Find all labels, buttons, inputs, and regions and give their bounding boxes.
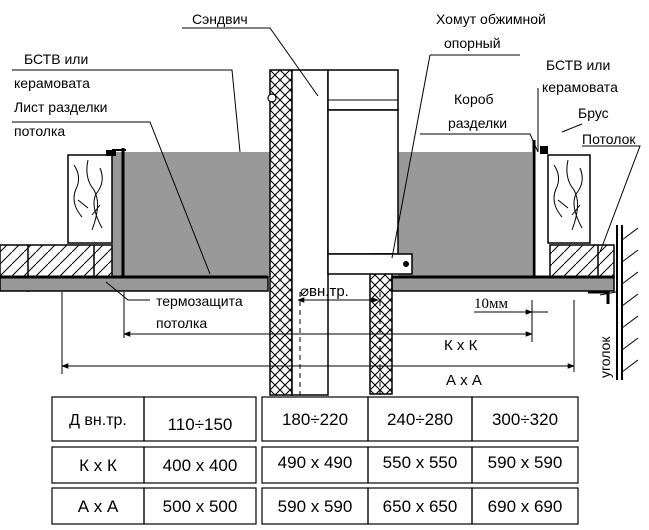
label-sheet-1: Лист разделки [14, 99, 107, 115]
label-bstv-right-2: керамовата [542, 79, 618, 95]
table-cell: 690 х 690 [488, 497, 563, 516]
label-box-1: Короб [454, 91, 494, 107]
table-row-label: К х К [79, 456, 117, 475]
sandwich-pipe [267, 69, 399, 396]
table-header-label: Д вн.тр. [69, 412, 127, 429]
label-ceiling: Потолок [582, 131, 636, 147]
dim-axa: А х А [446, 372, 482, 389]
table-cell: 550 х 550 [383, 453, 458, 472]
label-sandwich: Сэндвич [192, 11, 248, 27]
right-beam [540, 146, 591, 244]
label-clamp-2: опорный [444, 35, 501, 51]
label-clamp-1: Хомут обжимной [436, 11, 546, 27]
support-clamp [327, 253, 413, 275]
table-cell: 490 х 490 [278, 453, 353, 472]
box-walls [121, 140, 536, 280]
table-cell: 590 х 590 [278, 497, 353, 516]
table-header-value: 180÷220 [282, 410, 348, 429]
dim-gap: 10мм [474, 296, 508, 312]
label-thermal-2: потолка [156, 315, 207, 331]
table-cell: 400 х 400 [163, 456, 238, 475]
diagram-labels: Сэндвич Хомут обжимной опорный БСТВ или … [14, 11, 636, 389]
dimension-table: Д вн.тр. 110÷150 180÷220 240÷280 300÷320… [51, 396, 579, 525]
ceiling-sheet [0, 275, 615, 292]
label-bstv-left-2: керамовата [14, 75, 90, 91]
label-box-2: разделки [448, 115, 507, 131]
label-bstv-left-1: БСТВ или [24, 51, 88, 67]
label-angle: уголок [597, 336, 613, 378]
table-header-value: 110÷150 [168, 415, 233, 434]
table-header-value: 240÷280 [387, 410, 453, 429]
label-beam: Брус [578, 105, 609, 121]
table-row-label: А х А [78, 497, 119, 516]
insulation-fill [112, 152, 532, 277]
table-header-value: 300÷320 [492, 410, 558, 429]
dim-inner-diameter: ⌀вн.тр. [300, 283, 349, 300]
table-cell: 500 х 500 [163, 497, 238, 516]
label-thermal-1: термозащита [156, 293, 243, 309]
ceiling-boards [0, 244, 615, 292]
right-wall [588, 225, 639, 380]
label-bstv-right-1: БСТВ или [546, 57, 610, 73]
table-cell: 650 х 650 [383, 497, 458, 516]
leader-lines [12, 27, 641, 301]
dim-kxk: К х К [444, 337, 478, 354]
left-beam [67, 149, 126, 244]
table-cell: 590 х 590 [488, 453, 563, 472]
dimension-lines [61, 292, 575, 374]
label-sheet-2: потолка [14, 123, 65, 139]
